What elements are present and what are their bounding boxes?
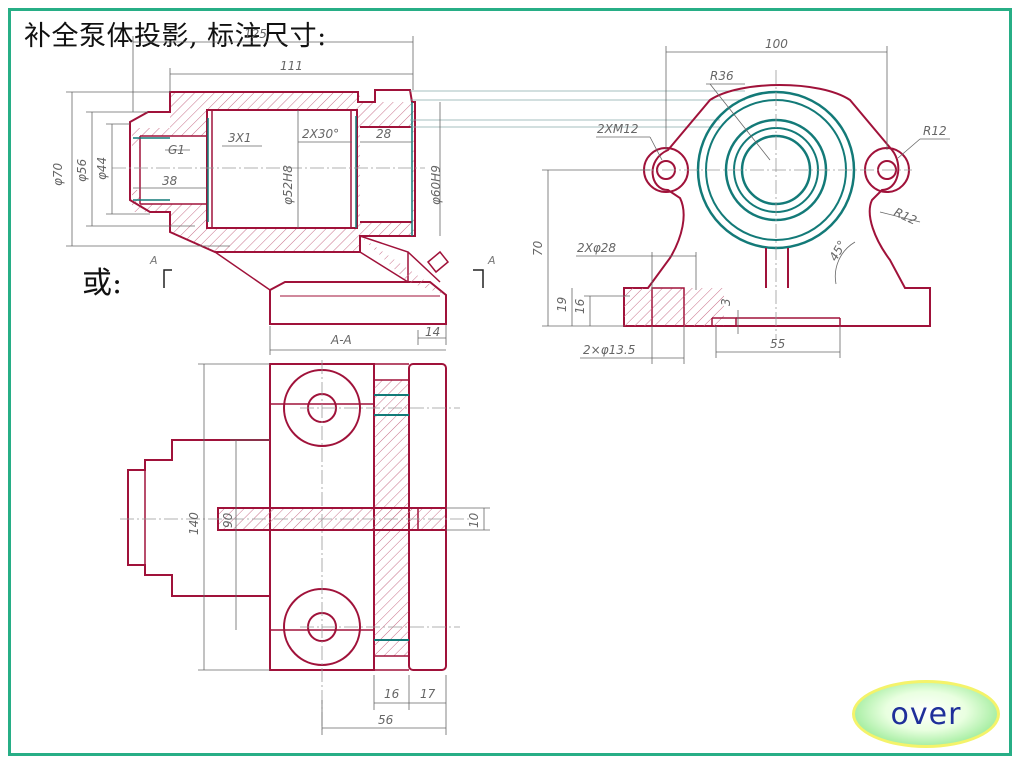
side-view: 100 R36 2XM12 R12 R12 70 2Xφ28 19 16 3 4…: [531, 37, 950, 364]
dim-100: 100: [765, 37, 788, 51]
slide-frame: [8, 8, 1012, 756]
dim-r36: R36: [710, 69, 734, 83]
dim-g1: G1: [168, 143, 185, 157]
top-view: 140 90 10 16 17 56: [120, 360, 490, 735]
section-label-aa: A-A: [330, 333, 352, 347]
dim-45deg: 45°: [826, 238, 849, 263]
dim-2xphi28: 2Xφ28: [577, 241, 616, 255]
dim-phi56: φ56: [75, 158, 89, 182]
side-body-outline: [623, 84, 931, 327]
front-base: [269, 281, 447, 325]
dim-55: 55: [770, 337, 785, 351]
slide-title: 补全泵体投影, 标注尺寸:: [24, 21, 327, 52]
dim-111: 111: [280, 59, 303, 73]
dim-phi70: φ70: [51, 162, 65, 186]
dim-2x30: 2X30°: [302, 127, 339, 141]
dim-38: 38: [162, 174, 178, 188]
dim-56: 56: [378, 713, 394, 727]
dim-125: 125: [244, 27, 267, 41]
dim-70: 70: [531, 240, 545, 256]
dim-19: 19: [555, 297, 569, 312]
dim-3: 3: [719, 298, 733, 306]
dim-phi52h8: φ52H8: [281, 165, 295, 205]
dim-17: 17: [420, 687, 436, 701]
dim-r12-top: R12: [923, 124, 947, 138]
front-section-view: 125 111 φ70 φ56 φ44 G1 38 3X1 2X30° 28 φ…: [51, 27, 745, 355]
dim-16: 16: [384, 687, 400, 701]
dim-2xphi13-5: 2×φ13.5: [583, 343, 635, 357]
dim-10: 10: [467, 512, 481, 528]
dim-14: 14: [425, 325, 440, 339]
dim-90: 90: [221, 512, 235, 528]
dim-r12-bottom: R12: [892, 205, 919, 228]
front-body-outline: [129, 89, 416, 253]
dim-3x1: 3X1: [228, 131, 252, 145]
alternative-label: 或:: [82, 266, 123, 301]
dim-16-vertical: 16: [573, 298, 587, 314]
dim-phi60h9: φ60H9: [429, 165, 443, 205]
dim-28: 28: [376, 127, 392, 141]
section-marker-a-right: A: [487, 254, 496, 267]
over-button[interactable]: over: [852, 680, 1000, 748]
dim-140: 140: [187, 512, 201, 535]
dim-2xm12: 2XM12: [597, 122, 638, 136]
section-marker-a-left: A: [149, 254, 158, 267]
over-button-label: over: [890, 696, 962, 732]
dim-phi44: φ44: [95, 157, 109, 180]
